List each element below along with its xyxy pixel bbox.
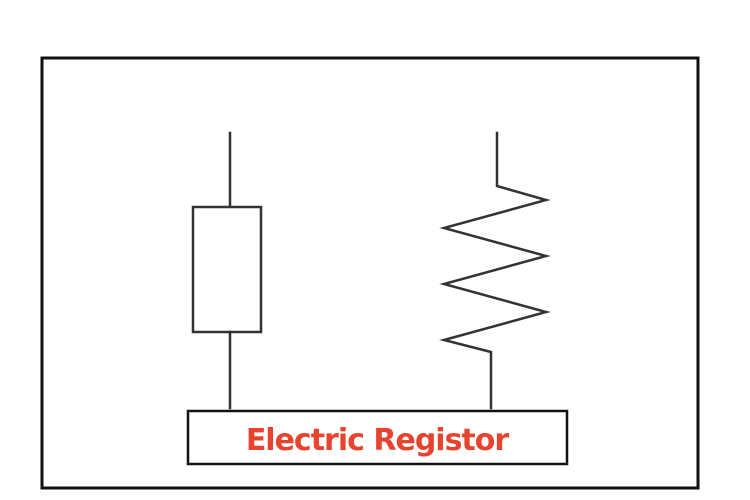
- caption-label: Electric Registor: [186, 409, 569, 466]
- box-style-resistor-symbol: [191, 131, 263, 410]
- caption-box: [186, 409, 569, 466]
- caption-text: Electric Registor: [246, 423, 510, 458]
- zigzag-resistor-path: [439, 131, 551, 410]
- zigzag-resistor-symbol: [439, 131, 551, 410]
- box-resistor-body: [191, 205, 263, 334]
